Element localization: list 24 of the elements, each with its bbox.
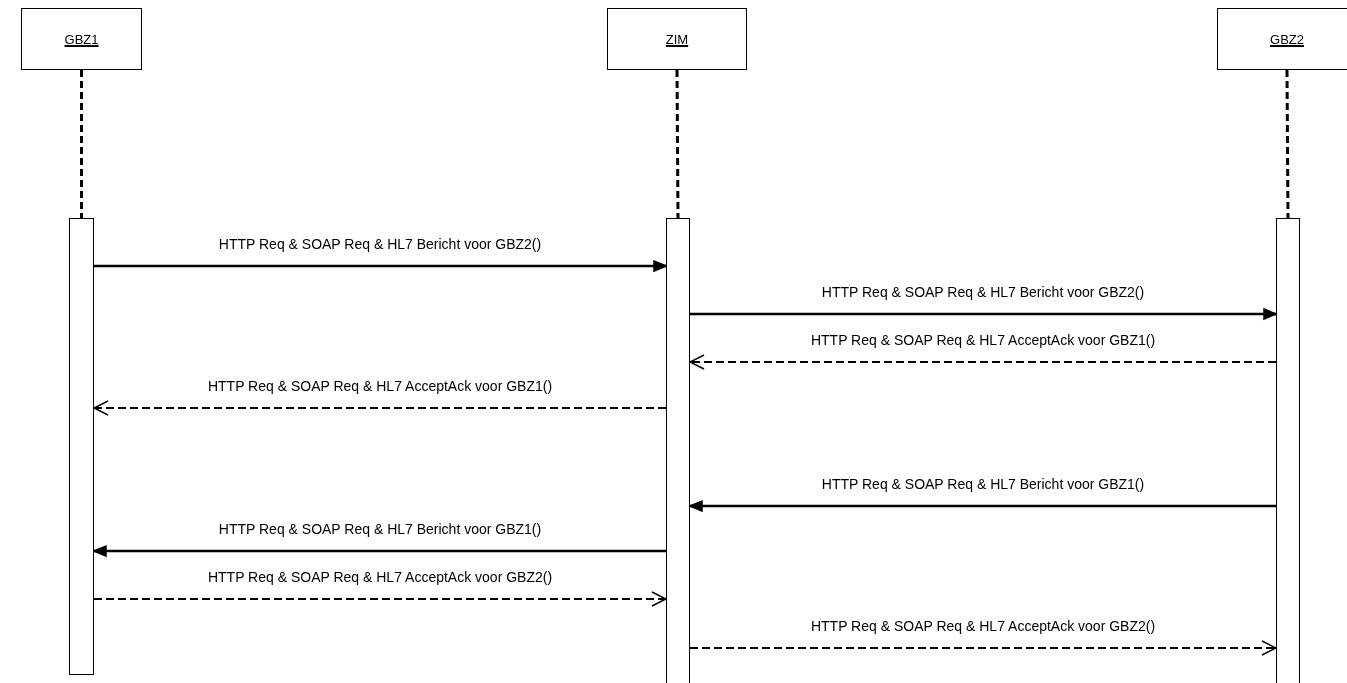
lifeline bbox=[675, 70, 680, 218]
lifeline-header bbox=[21, 8, 142, 70]
message-arrow bbox=[93, 545, 666, 557]
message-arrow bbox=[689, 500, 1276, 512]
message-arrow bbox=[94, 260, 667, 272]
activation-bar bbox=[69, 218, 94, 675]
message-label: HTTP Req & SOAP Req & HL7 Bericht voor GBZ1() bbox=[216, 521, 544, 537]
lifeline-header bbox=[1217, 8, 1347, 70]
message-arrow bbox=[93, 591, 667, 607]
message-arrow bbox=[689, 354, 1277, 370]
message-arrow bbox=[689, 640, 1277, 656]
participant-name: GBZ1 bbox=[64, 31, 99, 47]
participant-name: GBZ2 bbox=[1270, 31, 1304, 47]
message-arrow bbox=[93, 400, 667, 416]
message-label: HTTP Req & SOAP Req & HL7 Bericht voor GBZ2() bbox=[819, 284, 1147, 300]
activation-bar bbox=[1276, 218, 1300, 683]
activation-bar bbox=[666, 218, 690, 683]
participant-name: ZIM bbox=[665, 31, 689, 47]
message-label: HTTP Req & SOAP Req & HL7 Bericht voor GBZ1() bbox=[819, 476, 1147, 492]
lifeline bbox=[1285, 70, 1290, 218]
message-arrow bbox=[690, 308, 1277, 320]
lifeline bbox=[80, 70, 83, 218]
lifeline-header bbox=[607, 8, 747, 70]
message-label: HTTP Req & SOAP Req & HL7 Bericht voor GBZ2() bbox=[216, 236, 544, 252]
